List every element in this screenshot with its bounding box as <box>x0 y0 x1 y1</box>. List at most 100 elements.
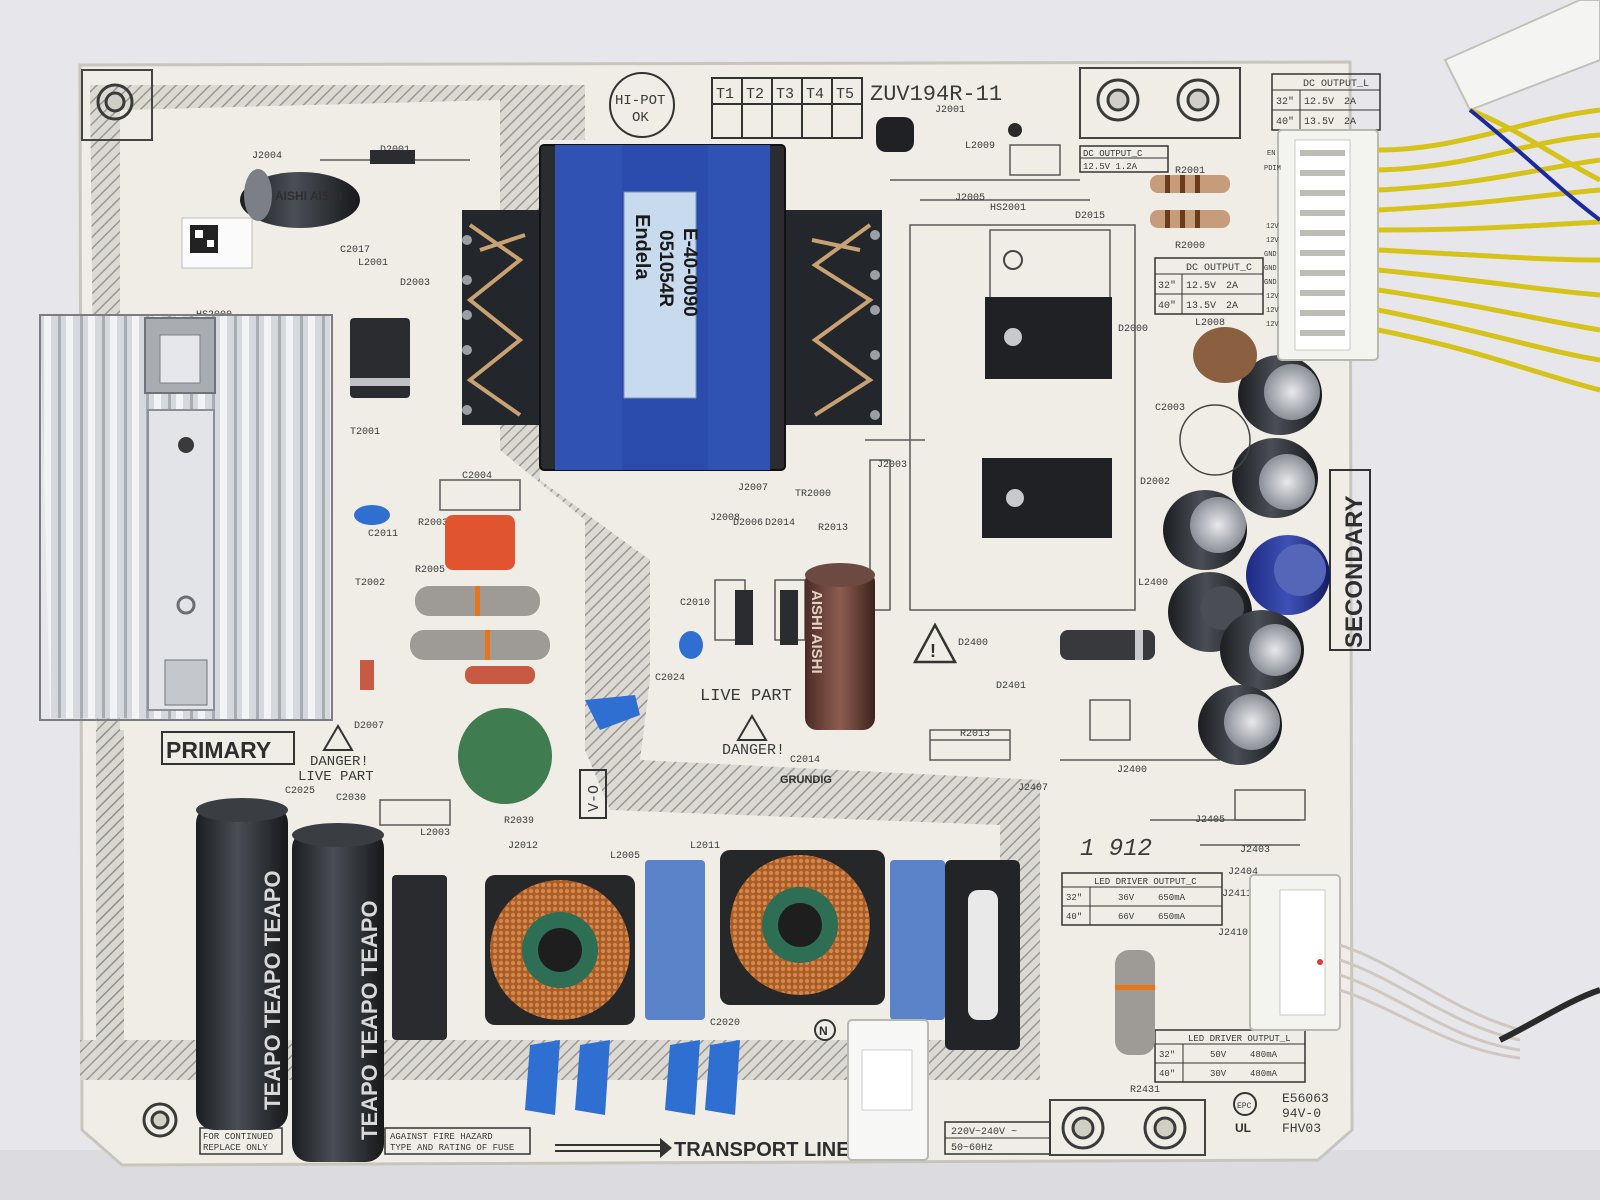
svg-text:32": 32" <box>1276 96 1294 108</box>
svg-text:J2407: J2407 <box>1018 783 1048 794</box>
svg-text:D2014: D2014 <box>765 518 795 529</box>
resistors <box>360 175 1230 1055</box>
certification-marks: EPC UL E56063 94V-0 FHV03 <box>1233 1091 1329 1136</box>
svg-text:V-O: V-O <box>586 785 603 812</box>
svg-text:C2025: C2025 <box>285 786 315 797</box>
svg-text:J2403: J2403 <box>1240 845 1270 856</box>
brown-electrolytic-capacitor: AISHI AISHI <box>805 563 875 730</box>
svg-text:C2003: C2003 <box>1155 403 1185 414</box>
svg-text:480mA: 480mA <box>1250 1069 1278 1079</box>
warning-triangle-icon <box>322 714 768 751</box>
svg-text:L2003: L2003 <box>420 828 450 839</box>
svg-text:12.5V 1.2A: 12.5V 1.2A <box>1083 162 1138 172</box>
svg-text:12.5V: 12.5V <box>1186 281 1216 292</box>
svg-text:30V: 30V <box>1210 1069 1227 1079</box>
danger-text-primary: DANGER! <box>310 754 369 770</box>
svg-text:12V: 12V <box>1266 307 1279 315</box>
svg-text:D2007: D2007 <box>354 721 384 732</box>
svg-text:32": 32" <box>1066 893 1082 903</box>
secondary-label: SECONDARY <box>1329 469 1371 651</box>
fuse <box>945 860 1020 1050</box>
transport-line: TRANSPORT LINE <box>555 1138 850 1161</box>
led-driver-c-table: LED DRIVER OUTPUT_C 32" 36V 650mA 40" 66… <box>1061 872 1223 926</box>
svg-text:12V: 12V <box>1266 223 1279 231</box>
teapo-text-1: TEAPO TEAPO TEAPO <box>260 870 285 1110</box>
svg-text:D2400: D2400 <box>958 638 988 649</box>
svg-text:J2400: J2400 <box>1117 765 1147 776</box>
tp-1: T1 <box>716 86 734 103</box>
transformer-label-3: E-40-0090 <box>679 228 700 317</box>
output-connector-bottom <box>1249 874 1341 1031</box>
svg-text:TYPE AND RATING OF FUSE: TYPE AND RATING OF FUSE <box>390 1143 514 1153</box>
wire-harness <box>1339 0 1600 1060</box>
svg-text:GND: GND <box>1264 251 1277 259</box>
svg-text:AGAINST FIRE HAZARD: AGAINST FIRE HAZARD <box>390 1132 493 1142</box>
svg-text:T2001: T2001 <box>350 427 380 438</box>
to220-transistors <box>876 117 1112 538</box>
svg-text:N: N <box>819 1024 828 1038</box>
varistor <box>458 708 552 804</box>
svg-text:D2000: D2000 <box>1118 324 1148 335</box>
svg-text:40": 40" <box>1158 300 1176 312</box>
svg-text:480mA: 480mA <box>1250 1050 1278 1060</box>
svg-text:C2014: C2014 <box>790 755 820 766</box>
hipot-line2: OK <box>632 110 649 126</box>
svg-text:R2431: R2431 <box>1130 1085 1160 1096</box>
test-point-boxes: T1 T2 T3 T4 T5 <box>711 77 863 139</box>
svg-text:12.5V: 12.5V <box>1304 97 1334 108</box>
svg-text:DC OUTPUT_C: DC OUTPUT_C <box>1186 263 1252 274</box>
svg-text:C2004: C2004 <box>462 471 492 482</box>
primary-text: PRIMARY <box>166 737 271 763</box>
danger-text-center: DANGER! <box>722 742 785 759</box>
cert-line2: 94V-0 <box>1282 1106 1321 1121</box>
svg-text:12V: 12V <box>1266 237 1279 245</box>
svg-text:J2007: J2007 <box>738 483 768 494</box>
svg-text:32": 32" <box>1158 280 1176 292</box>
svg-text:C2024: C2024 <box>655 673 685 684</box>
svg-text:TR2000: TR2000 <box>795 489 831 500</box>
primary-label: PRIMARY <box>161 731 295 765</box>
barcode-sticker <box>181 217 253 269</box>
bridge-rectifier <box>392 875 447 1040</box>
svg-text:EN: EN <box>1267 150 1275 158</box>
svg-text:C2030: C2030 <box>336 793 366 804</box>
svg-text:!: ! <box>930 641 936 661</box>
svg-text:EPC: EPC <box>1237 1102 1252 1111</box>
dc-output-l-table: DC OUTPUT_L 32" 12.5V 2A 40" 13.5V 2A <box>1271 73 1381 131</box>
svg-text:DC OUTPUT_C: DC OUTPUT_C <box>1083 149 1143 159</box>
svg-text:D2401: D2401 <box>996 681 1026 692</box>
svg-text:R2013: R2013 <box>818 523 848 534</box>
svg-text:J2012: J2012 <box>508 841 538 852</box>
transport-text: TRANSPORT LINE <box>674 1139 850 1161</box>
teapo-text-2: TEAPO TEAPO TEAPO <box>357 900 382 1140</box>
svg-text:2A: 2A <box>1344 117 1356 128</box>
live-part-text-center: LIVE PART <box>700 687 792 706</box>
tp-4: T4 <box>806 86 824 103</box>
svg-text:D2002: D2002 <box>1140 477 1170 488</box>
svg-text:R2005: R2005 <box>415 565 445 576</box>
svg-text:R2000: R2000 <box>1175 241 1205 252</box>
hipot-line1: HI-POT <box>615 93 665 109</box>
svg-text:J2404: J2404 <box>1228 867 1258 878</box>
bulk-capacitors: TEAPO TEAPO TEAPO TEAPO TEAPO TEAPO <box>196 798 384 1162</box>
v-marker: V-O <box>579 769 607 819</box>
transformer-label-2: 051054R <box>655 230 676 307</box>
svg-text:66V: 66V <box>1118 912 1135 922</box>
svg-text:J2411: J2411 <box>1222 889 1252 900</box>
secondary-text: SECONDARY <box>1341 496 1368 648</box>
svg-text:AISHI AISHI: AISHI AISHI <box>808 590 825 674</box>
svg-text:C2010: C2010 <box>680 598 710 609</box>
warning-triangle-icon: ! <box>912 622 958 664</box>
hipot-circle: HI-POT OK <box>609 72 675 138</box>
svg-text:LED DRIVER OUTPUT_C: LED DRIVER OUTPUT_C <box>1094 877 1197 887</box>
svg-text:12V: 12V <box>1266 321 1279 329</box>
svg-text:C2017: C2017 <box>340 245 370 256</box>
svg-text:13.5V: 13.5V <box>1304 117 1334 128</box>
svg-text:40": 40" <box>1159 1069 1175 1079</box>
svg-text:J2008: J2008 <box>710 513 740 524</box>
main-transformer: Endela 051054R E-40-0090 <box>462 144 882 471</box>
svg-text:AISHI AISHI: AISHI AISHI <box>275 189 342 203</box>
svg-text:L2400: L2400 <box>1138 578 1168 589</box>
tp-2: T2 <box>746 86 764 103</box>
